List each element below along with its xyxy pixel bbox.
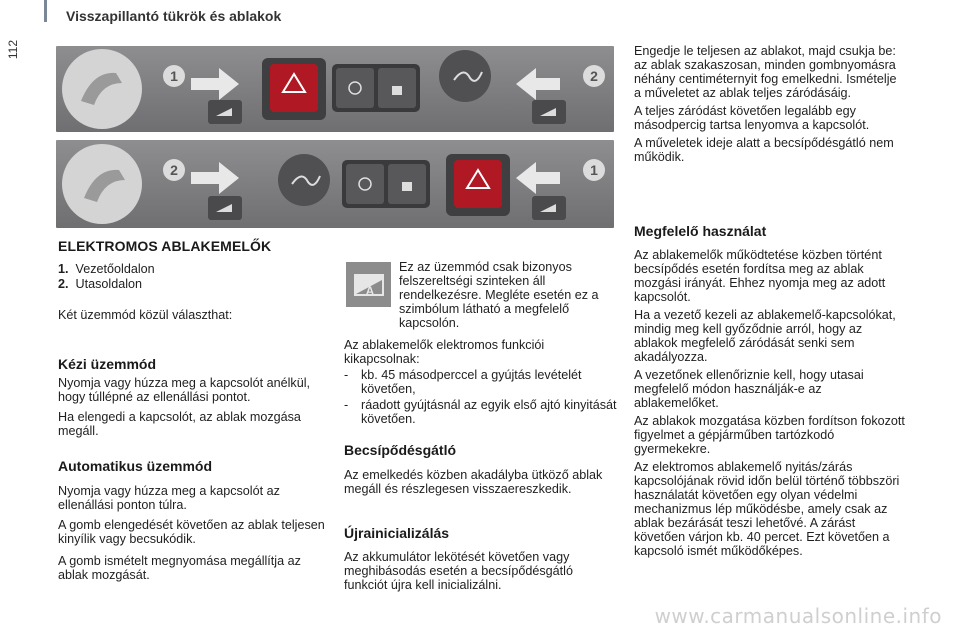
- seat-heat-button: [278, 154, 330, 206]
- figure-panel-top: 1 2: [56, 46, 614, 132]
- paragraph: Az ablakok mozgatása közben fordítson fo…: [634, 414, 905, 456]
- seat-heat-icon: [453, 71, 483, 82]
- paragraph: Engedje le teljesen az ablakot, majd csu…: [634, 44, 897, 100]
- auto-mode-symbol-icon: A: [346, 262, 391, 307]
- callout-2-top: 2: [590, 68, 598, 84]
- switch-panel-drawing-bottom: 2 1: [62, 144, 605, 224]
- airbag-button: [346, 164, 384, 204]
- pinch-protection-heading: Becsípődésgátló: [344, 442, 457, 458]
- list-item: -kb. 45 másodperccel a gyújtás levételét…: [344, 368, 582, 396]
- paragraph: Az ablakemelők működtetése közben történ…: [634, 248, 886, 304]
- hazard-button: [454, 160, 502, 208]
- sidebar-accent-line: [44, 0, 47, 22]
- legend-item: 2. Utasoldalon: [58, 277, 143, 291]
- paragraph: A teljes záródást követően legalább egy …: [634, 104, 870, 132]
- lock-icon: [402, 182, 412, 191]
- callout-1-bottom: 1: [590, 162, 598, 178]
- paragraph: A gomb ismételt megnyomása megállítja az…: [58, 554, 301, 582]
- airbag-button: [336, 68, 374, 108]
- functions-intro: Az ablakemelők elektromos funkciói kikap…: [344, 338, 545, 366]
- seat-heat-icon: [291, 175, 321, 186]
- paragraph: A gomb elengedését követően az ablak tel…: [58, 518, 325, 546]
- list-item: -ráadott gyújtásnál az egyik első ajtó k…: [344, 398, 617, 426]
- manual-mode-heading: Kézi üzemmód: [58, 356, 157, 372]
- arrow-icon: [516, 162, 560, 194]
- svg-text:A: A: [366, 284, 375, 298]
- pinch-protection-text: Az emelkedés közben akadályba ütköző abl…: [344, 468, 603, 496]
- hazard-button: [270, 64, 318, 112]
- paragraph: Ha a vezető kezeli az ablakemelő-kapcsol…: [634, 308, 896, 364]
- paragraph: Ha elengedi a kapcsolót, az ablak mozgás…: [58, 410, 301, 438]
- intro-text: Két üzemmód közül választhat:: [58, 308, 233, 322]
- figure-panel-bottom: 2 1: [56, 140, 614, 228]
- hazard-icon: [465, 168, 491, 189]
- paragraph: A műveletek ideje alatt a becsípődésgátl…: [634, 136, 894, 164]
- paragraph: Nyomja vagy húzza meg a kapcsolót anélkü…: [58, 376, 311, 404]
- paragraph: Az elektromos ablakemelő nyitás/zárás ka…: [634, 460, 900, 558]
- proper-use-text: Az ablakemelők működtetése közben történ…: [634, 248, 906, 558]
- section-heading: ELEKTROMOS ABLAKEMELŐK: [58, 238, 272, 254]
- functions-list: -kb. 45 másodperccel a gyújtás levételét…: [344, 368, 618, 428]
- paragraph: Nyomja vagy húzza meg a kapcsolót az ell…: [58, 484, 280, 512]
- proper-use-heading: Megfelelő használat: [634, 223, 767, 239]
- callout-1-top: 1: [170, 68, 178, 84]
- auto-mode-heading: Automatikus üzemmód: [58, 458, 213, 474]
- lock-icon: [392, 86, 402, 95]
- paragraph: A vezetőnek ellenőriznie kell, hogy utas…: [634, 368, 864, 410]
- seat-heat-button: [439, 50, 491, 102]
- arrow-icon: [516, 68, 560, 100]
- callout-legend: 1. Vezetőoldalon 2. Utasoldalon: [58, 262, 328, 292]
- callout-2-bottom: 2: [170, 162, 178, 178]
- manual-mode-text: Nyomja vagy húzza meg a kapcsolót anélkü…: [58, 376, 323, 438]
- hazard-icon: [281, 72, 307, 93]
- reinit-procedure: Engedje le teljesen az ablakot, majd csu…: [634, 44, 906, 164]
- page-number: 112: [6, 40, 20, 60]
- reinit-heading: Újrainicializálás: [344, 525, 450, 541]
- equipment-note: Ez az üzemmód csak bizonyos felszereltsé…: [399, 260, 599, 330]
- arrow-icon: [191, 162, 239, 194]
- legend-item: 1. Vezetőoldalon: [58, 262, 155, 276]
- section-title: Visszapillantó tükrök és ablakok: [66, 8, 282, 24]
- watermark: www.carmanualsonline.info: [654, 604, 942, 628]
- auto-mode-text: Nyomja vagy húzza meg a kapcsolót az ell…: [58, 484, 328, 546]
- reinit-text: Az akkumulátor lekötését követően vagy m…: [344, 550, 573, 592]
- arrow-icon: [191, 68, 239, 100]
- switch-panel-drawing-top: 1 2: [62, 49, 605, 129]
